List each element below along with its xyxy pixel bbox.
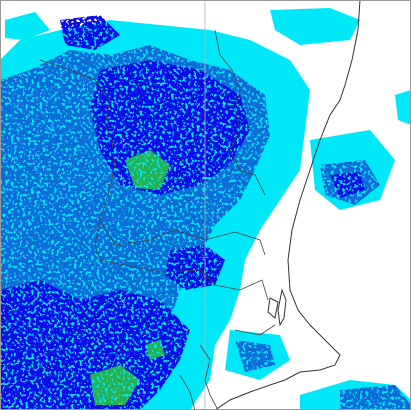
coastline xyxy=(214,0,361,410)
very-heavy-rain-layer xyxy=(90,150,170,405)
heavy-rain-layer xyxy=(0,15,365,410)
prefecture-boundaries xyxy=(39,29,276,410)
